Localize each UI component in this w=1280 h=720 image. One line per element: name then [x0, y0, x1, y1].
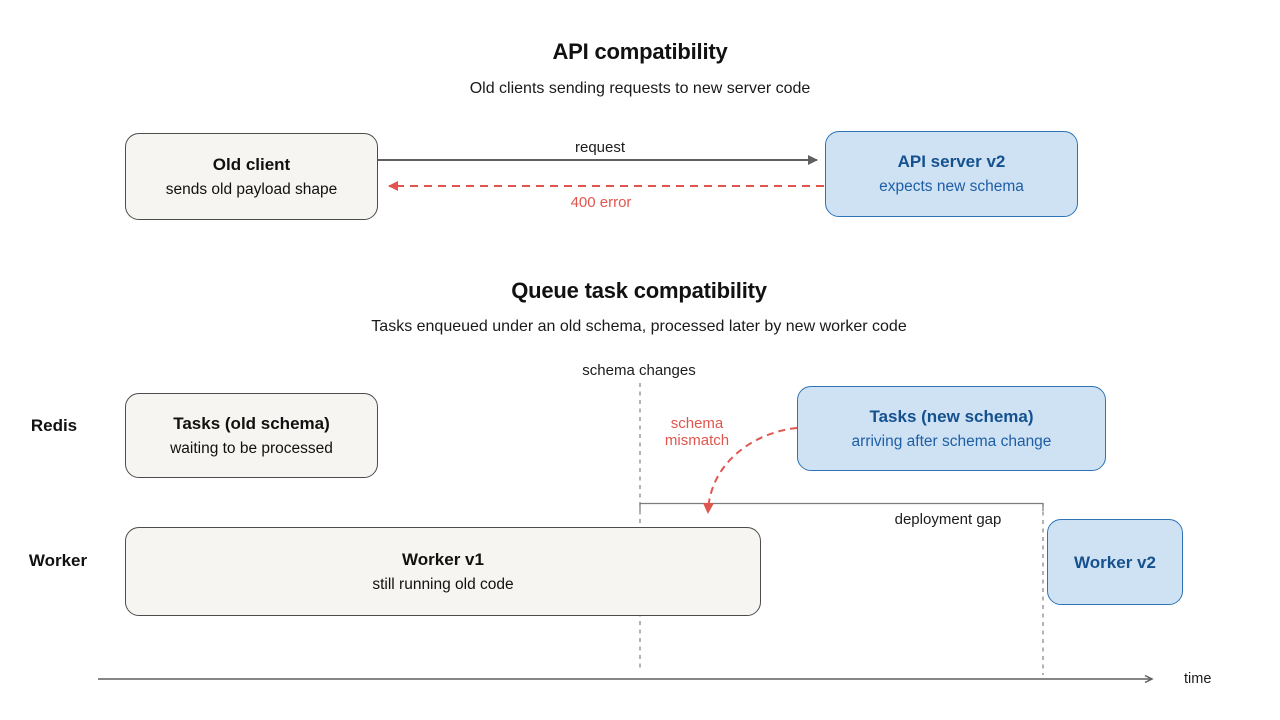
api-server-title: API server v2	[897, 152, 1006, 171]
api-server-node: API server v2 expects new schema	[825, 131, 1078, 217]
old-client-subtitle: sends old payload shape	[165, 180, 338, 198]
schema-mismatch-label-line1: schema	[670, 415, 724, 432]
worker-v2-node: Worker v2	[1047, 519, 1183, 605]
redis-row-label: Redis	[30, 416, 78, 435]
old-client-title: Old client	[212, 154, 291, 174]
tasks-new-title: Tasks (new schema)	[869, 406, 1034, 426]
api-section-subtitle: Old clients sending requests to new serv…	[469, 80, 811, 97]
schema-mismatch-arrow	[702, 427, 798, 514]
queue-section-title: Queue task compatibility	[511, 278, 767, 303]
worker-v1-subtitle: still running old code	[372, 575, 514, 593]
worker-v1-title: Worker v1	[402, 549, 484, 569]
tasks-new-subtitle: arriving after schema change	[851, 432, 1052, 450]
api-server-subtitle: expects new schema	[879, 178, 1024, 195]
tasks-old-subtitle: waiting to be processed	[170, 439, 333, 457]
tasks-old-node: Tasks (old schema) waiting to be process…	[125, 393, 378, 478]
schema-mismatch-label: schema mismatch	[664, 415, 730, 449]
worker-v2-title: Worker v2	[1074, 552, 1156, 572]
old-client-node: Old client sends old payload shape	[125, 133, 378, 220]
tasks-new-node: Tasks (new schema) arriving after schema…	[797, 386, 1106, 471]
time-axis-label: time	[1184, 671, 1212, 687]
schema-changes-label: schema changes	[582, 362, 696, 379]
api-section-title: API compatibility	[552, 39, 728, 64]
deployment-gap-label: deployment gap	[894, 511, 1002, 528]
schema-mismatch-label-line2: mismatch	[664, 431, 730, 449]
worker-v1-node: Worker v1 still running old code	[125, 527, 761, 616]
queue-section-subtitle: Tasks enqueued under an old schema, proc…	[371, 318, 907, 335]
error-arrow-label: 400 error	[570, 194, 632, 211]
request-arrow-label: request	[574, 139, 626, 156]
tasks-old-title: Tasks (old schema)	[173, 413, 330, 433]
worker-row-label: Worker	[28, 551, 88, 570]
deployment-gap-bracket	[639, 502, 1044, 511]
